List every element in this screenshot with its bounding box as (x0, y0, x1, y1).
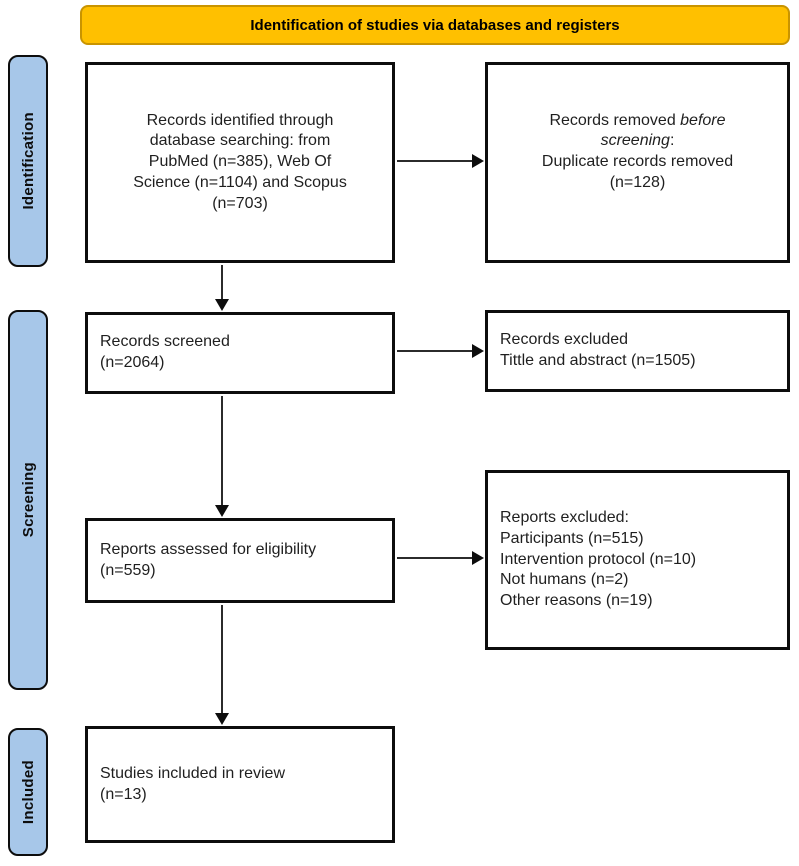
box-records-screened: Records screened (n=2064) (85, 312, 395, 394)
box-records-excluded-text: Records excluded Tittle and abstract (n=… (500, 331, 696, 369)
records-removed-prefix: Records removed (549, 111, 681, 129)
box-reports-excluded-text: Reports excluded: Participants (n=515) I… (500, 509, 697, 610)
stage-label-screening: Screening (19, 462, 37, 538)
records-removed-italic: before screening (600, 111, 726, 150)
stage-bar-included: Included (8, 728, 48, 856)
box-records-identified-text: Records identified through database sear… (133, 111, 347, 212)
records-removed-suffix: : (669, 132, 675, 150)
box-records-screened-text: Records screened (n=2064) (100, 333, 230, 371)
box-records-excluded: Records excluded Tittle and abstract (n=… (485, 310, 790, 392)
box-records-identified: Records identified through database sear… (85, 62, 395, 263)
stage-bar-identification: Identification (8, 55, 48, 267)
box-studies-included-text: Studies included in review (n=13) (100, 764, 285, 803)
banner-title: Identification of studies via databases … (80, 5, 790, 45)
box-reports-excluded: Reports excluded: Participants (n=515) I… (485, 470, 790, 650)
box-reports-assessed-text: Reports assessed for eligibility (n=559) (100, 540, 317, 579)
box-studies-included: Studies included in review (n=13) (85, 726, 395, 843)
stage-label-identification: Identification (19, 112, 37, 210)
box-records-removed: Records removed before screening: Duplic… (485, 62, 790, 263)
box-records-removed-text: Records removed before screening: Duplic… (542, 111, 733, 215)
records-removed-detail: Duplicate records removed (n=128) (541, 153, 734, 191)
stage-label-included: Included (19, 759, 37, 825)
banner-title-label: Identification of studies via databases … (250, 16, 620, 34)
stage-bar-screening: Screening (8, 310, 48, 690)
box-reports-assessed: Reports assessed for eligibility (n=559) (85, 518, 395, 603)
